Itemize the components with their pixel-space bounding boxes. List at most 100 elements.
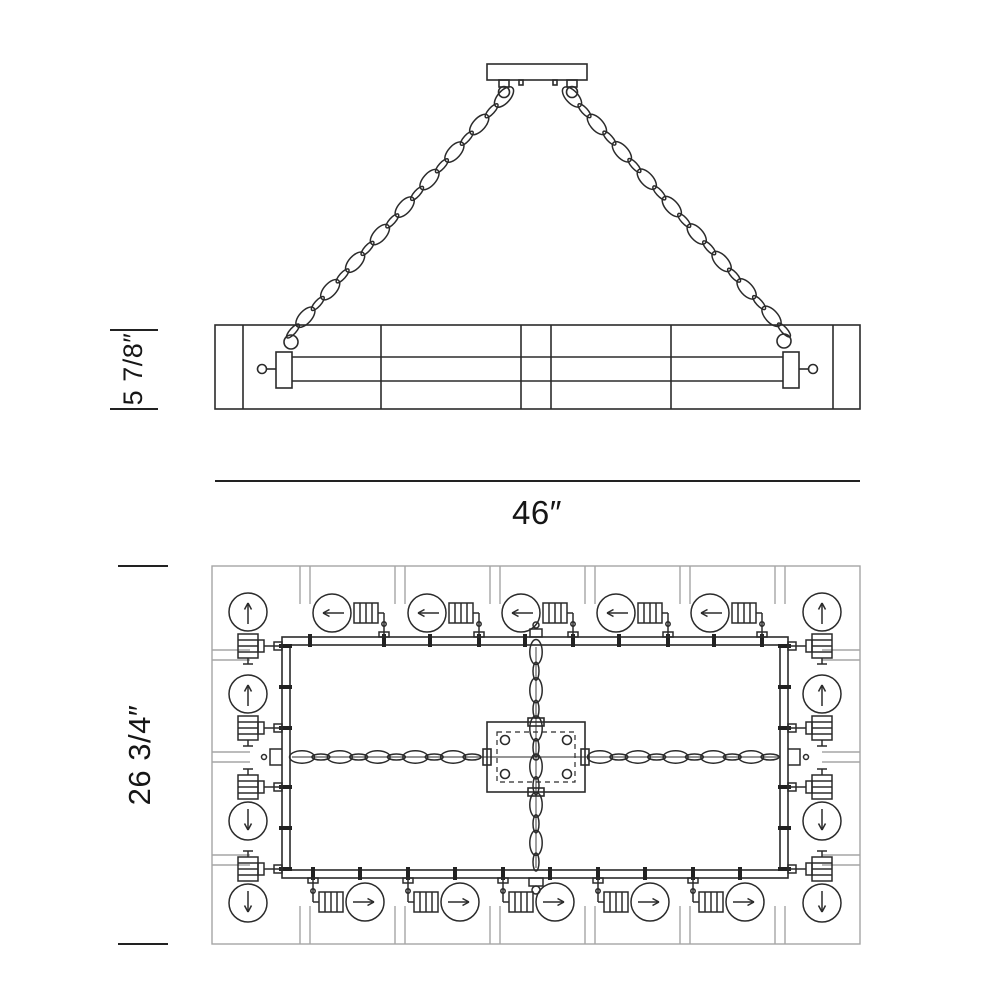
bolt-icon [501, 867, 505, 880]
bulb-assembly-side [787, 674, 842, 747]
plan-chains [288, 638, 780, 872]
bulb-assembly [687, 877, 765, 922]
fixture-bar [214, 324, 861, 410]
bulb-assembly [407, 593, 485, 638]
canopy-plate [486, 63, 588, 81]
chain-link-icon [288, 750, 316, 764]
bulb-icon [630, 882, 670, 922]
height-dimension: 5 7/8″ [110, 329, 158, 410]
end-bolt-icon [256, 363, 268, 375]
zone-outline [211, 565, 861, 945]
chain-link-icon [493, 86, 515, 108]
chain-link-icon [586, 113, 608, 136]
chain-link-icon [726, 267, 742, 283]
chain-link-icon [295, 306, 316, 329]
frame-outer [281, 636, 789, 879]
chain-link-icon [700, 750, 727, 764]
bulb-icon [802, 883, 842, 923]
chain-link-icon [737, 750, 765, 764]
chain-link-icon [484, 103, 499, 119]
canopy-screw-icon [499, 734, 511, 746]
canopy-hidden-edge [496, 731, 576, 783]
chain-loop-icon [565, 85, 579, 99]
bulb-assembly [501, 593, 579, 638]
chain-link-icon [577, 102, 592, 119]
bulb-assembly [312, 593, 390, 638]
chain-loop-icon [497, 85, 511, 99]
bulb-assembly-side [228, 592, 283, 665]
chain-link-icon [561, 86, 583, 108]
bolt-icon [308, 634, 312, 647]
bolt-icon [643, 867, 647, 880]
bulb-icon [725, 882, 765, 922]
bolt-icon [712, 634, 716, 647]
chain-link-icon [348, 753, 369, 761]
chain-eye-icon [283, 334, 299, 350]
chain-link-icon [409, 185, 425, 202]
bulb-icon [228, 883, 268, 923]
bar-outline [214, 324, 861, 410]
bolt-icon [382, 634, 386, 647]
bulb-assembly [690, 593, 768, 638]
bolt-icon [453, 867, 457, 880]
chain-link-icon [624, 750, 652, 764]
ceiling-canopy [486, 63, 588, 99]
chain-link-icon [661, 195, 683, 218]
bulb-assembly [497, 877, 575, 922]
chain-link-icon [369, 223, 391, 246]
chain-link-icon [684, 753, 705, 761]
bulb-icon [535, 882, 575, 922]
chain-link-icon [646, 753, 667, 761]
bolt-icon [279, 644, 292, 648]
chain-connector [580, 748, 590, 766]
bolt-icon [738, 867, 742, 880]
chain-link-icon [386, 753, 407, 761]
pipe-end-fitting [782, 351, 800, 389]
bulb-assembly [596, 593, 674, 638]
chain-link-icon [311, 753, 331, 761]
bolt-icon [279, 785, 292, 789]
bulb-icon [312, 593, 352, 633]
bulb-icon [596, 593, 636, 633]
zone-dividers [212, 566, 860, 944]
chain-link-icon [711, 250, 732, 273]
chain-link-icon [662, 750, 689, 764]
bulb-icon [228, 674, 268, 714]
chain-connector [527, 787, 545, 797]
bolt-icon [311, 867, 315, 880]
width-dimension: 46″ [215, 480, 860, 531]
chain-link-icon [532, 814, 540, 834]
chain-link-icon [627, 157, 642, 174]
chain-link-icon [424, 753, 444, 761]
bulb-icon [802, 674, 842, 714]
chain-link-icon [751, 294, 767, 311]
chain-link-icon [319, 278, 341, 301]
chain-connector [482, 748, 492, 766]
chain-eye-icon [776, 333, 792, 349]
chain-link-icon [459, 130, 474, 147]
chain-link-icon [444, 141, 465, 164]
bolt-icon [778, 726, 791, 730]
bulb-assembly-side [228, 850, 283, 923]
bolt-icon [778, 685, 791, 689]
lamps [228, 592, 842, 923]
bulb-assembly-side [787, 592, 842, 665]
bolt-icon [691, 867, 695, 880]
chain-link-icon [602, 130, 617, 146]
plan-view [211, 565, 861, 945]
chain-link-icon [532, 852, 540, 872]
chain-link-icon [652, 185, 667, 201]
chain-link-icon [676, 212, 692, 229]
chain-link-icon [402, 750, 429, 764]
bolt-icon [279, 867, 292, 871]
chain-link-icon [532, 737, 540, 758]
bulb-icon [440, 882, 480, 922]
chain-connector [527, 717, 545, 727]
bottom-finial [528, 877, 544, 887]
chain-link-icon [326, 750, 354, 764]
side-clamp [269, 748, 282, 766]
bulb-icon [228, 592, 268, 632]
bulb-assembly-side [228, 768, 283, 841]
chain-link-icon [532, 775, 540, 796]
